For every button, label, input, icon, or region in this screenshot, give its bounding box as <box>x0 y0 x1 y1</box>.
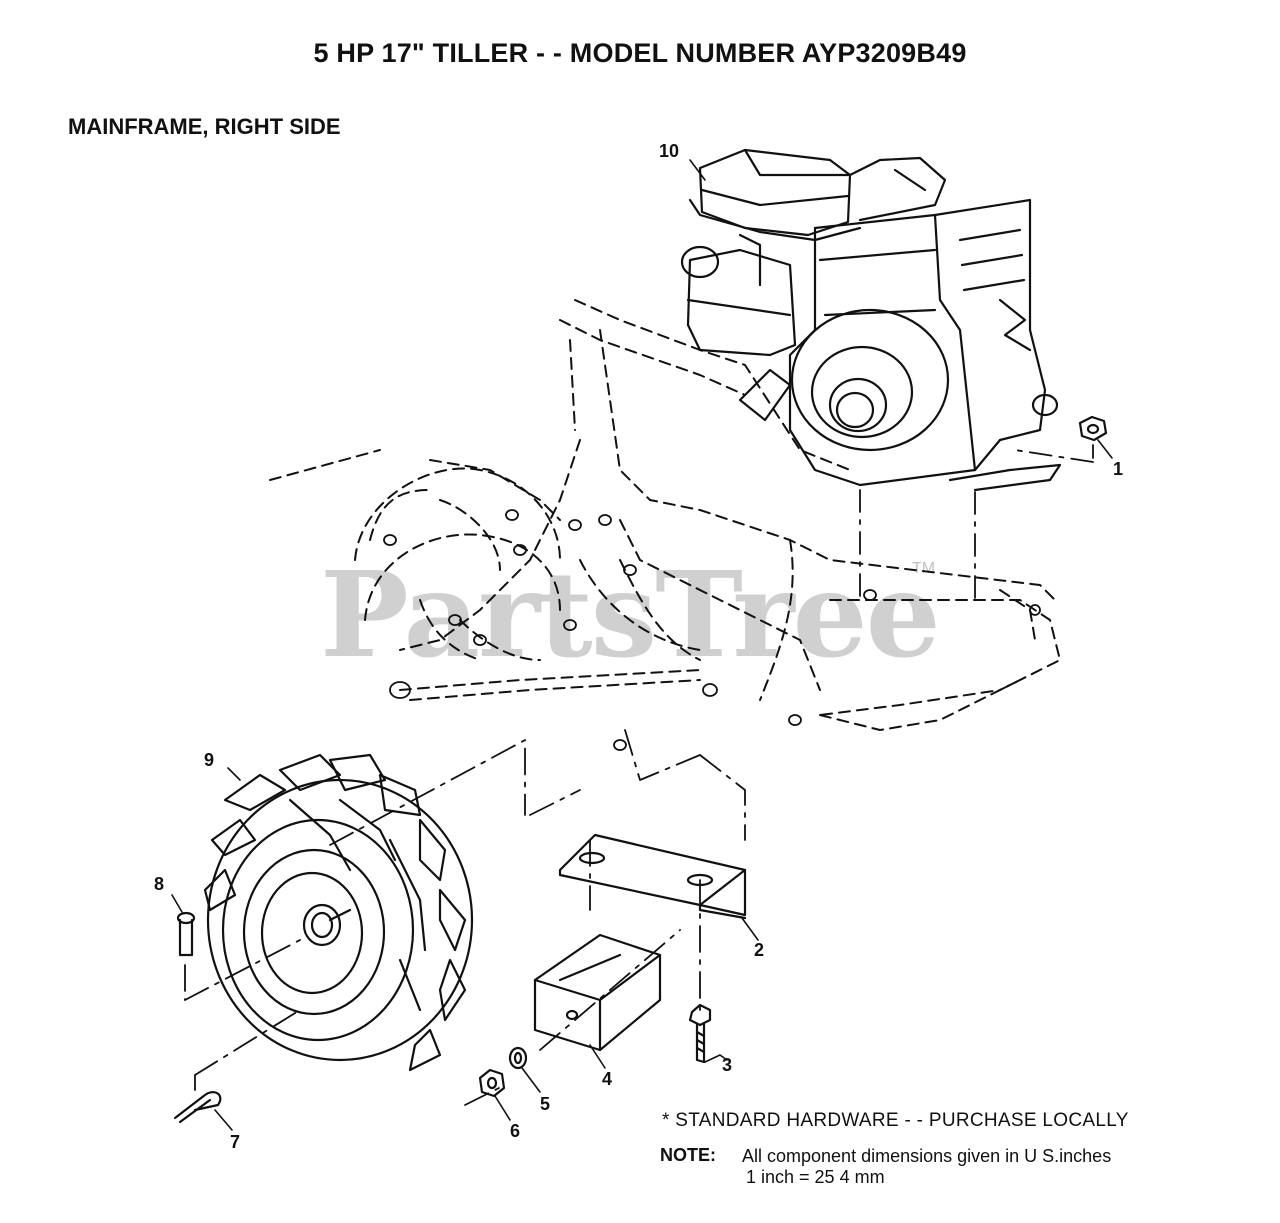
callout-2[interactable]: 2 <box>754 940 765 960</box>
callout-6[interactable]: 6 <box>510 1121 521 1141</box>
callout-9[interactable]: 9 <box>204 750 215 770</box>
wheel-tire-part-9[interactable] <box>203 753 474 1072</box>
tine-bolts-dashed <box>383 509 1041 751</box>
bracket-part-2[interactable] <box>558 833 747 920</box>
mainframe-tines-dashed <box>269 299 1061 731</box>
nut-part-1[interactable] <box>1078 415 1108 442</box>
standard-hardware-note: * STANDARD HARDWARE - - PURCHASE LOCALLY <box>662 1110 1129 1131</box>
nut-part-6[interactable] <box>478 1068 506 1098</box>
engine-part-10[interactable] <box>680 148 1062 492</box>
section-title: MAINFRAME, RIGHT SIDE <box>68 114 341 139</box>
bolt-part-3[interactable] <box>688 1003 712 1064</box>
callout-7[interactable]: 7 <box>230 1132 241 1152</box>
lockwasher-part-5[interactable] <box>508 1046 528 1070</box>
clevis-pin-part-8[interactable] <box>176 911 196 957</box>
watermark-logo: PartsTree <box>320 545 941 684</box>
callout-3[interactable]: 3 <box>722 1055 733 1075</box>
hairpin-part-7[interactable] <box>173 1091 222 1124</box>
note-line-2: 1 inch = 25 4 mm <box>746 1167 885 1187</box>
note-text: All component dimensions given in U S.in… <box>742 1146 1111 1188</box>
callout-4[interactable]: 4 <box>602 1069 613 1089</box>
callout-10[interactable]: 10 <box>659 141 680 161</box>
note-line-1: All component dimensions given in U S.in… <box>742 1146 1112 1166</box>
diagram-title: 5 HP 17" TILLER - - MODEL NUMBER AYP3209… <box>313 38 967 68</box>
cover-part-4[interactable] <box>533 933 662 1052</box>
callout-8[interactable]: 8 <box>154 874 165 894</box>
callout-5[interactable]: 5 <box>540 1094 551 1114</box>
callout-1[interactable]: 1 <box>1113 459 1124 479</box>
note-label: NOTE: <box>660 1145 716 1165</box>
